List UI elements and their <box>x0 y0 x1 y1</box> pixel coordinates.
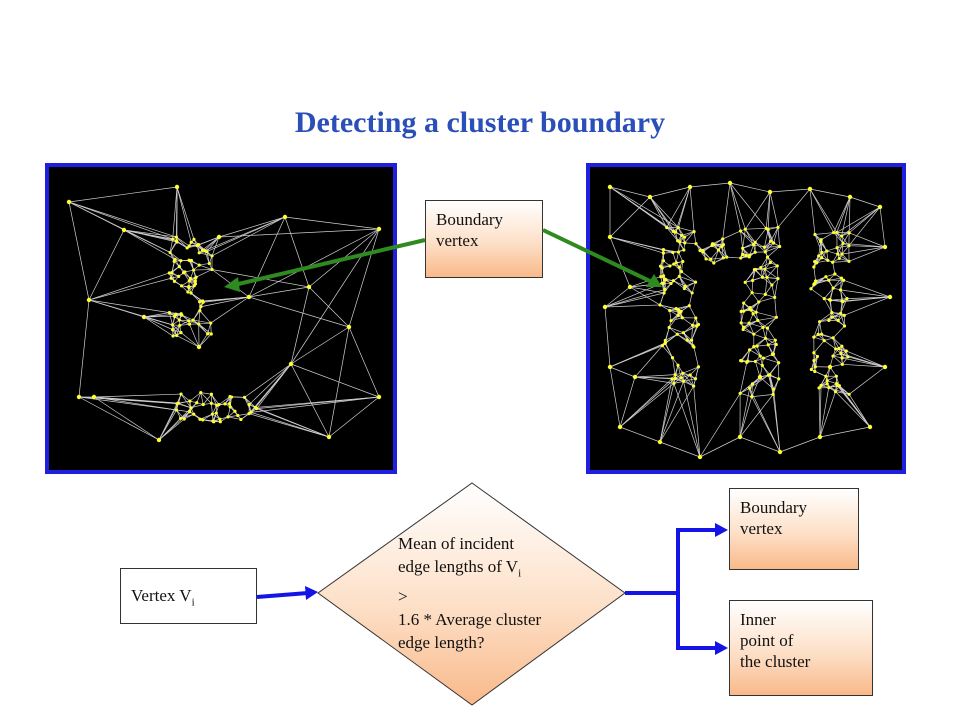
outcome-boundary-line-2: vertex <box>740 519 783 538</box>
decision-line-3: > <box>398 587 408 607</box>
right-mesh-graph <box>602 180 893 460</box>
vertex-label: Vertex V <box>131 586 192 605</box>
outcome-boundary-line-1: Boundary <box>740 498 808 517</box>
blue-arrowhead-boundary <box>715 523 728 537</box>
blue-arrowhead-inner <box>715 641 728 655</box>
callout-line-1: Boundary <box>436 210 504 229</box>
decision-line-4: 1.6 * Average cluster <box>398 610 542 630</box>
callout-line-2: vertex <box>436 231 479 250</box>
decision-line-2: edge lengths of Vi <box>398 557 522 580</box>
blue-arrow-to-boundary <box>676 528 717 593</box>
blue-arrowhead-decision <box>305 586 318 600</box>
left-mesh-graph <box>66 184 382 443</box>
decision-text: Mean of incident edge lengths of Vi > 1.… <box>398 532 598 654</box>
page-title: Detecting a cluster boundary <box>294 106 666 139</box>
outcome-inner-line-3: the cluster <box>740 652 811 671</box>
blue-arrow-to-inner <box>676 593 717 650</box>
blue-arrow-vertex-to-decision <box>256 591 309 599</box>
decision-line-1: Mean of incident <box>398 534 515 553</box>
outcome-boundary-vertex-box: Boundary vertex <box>729 488 859 570</box>
vertex-vi-box: Vertex Vi <box>120 568 257 624</box>
right-mesh-panel <box>586 163 906 474</box>
decision-line-5: edge length? <box>398 633 485 653</box>
boundary-vertex-callout: Boundary vertex <box>425 200 543 278</box>
outcome-inner-line-1: Inner <box>740 610 776 629</box>
vertex-subscript: i <box>191 596 195 609</box>
outcome-inner-line-2: point of <box>740 631 794 650</box>
left-mesh-panel <box>45 163 397 474</box>
outcome-inner-point-box: Inner point of the cluster <box>729 600 873 696</box>
